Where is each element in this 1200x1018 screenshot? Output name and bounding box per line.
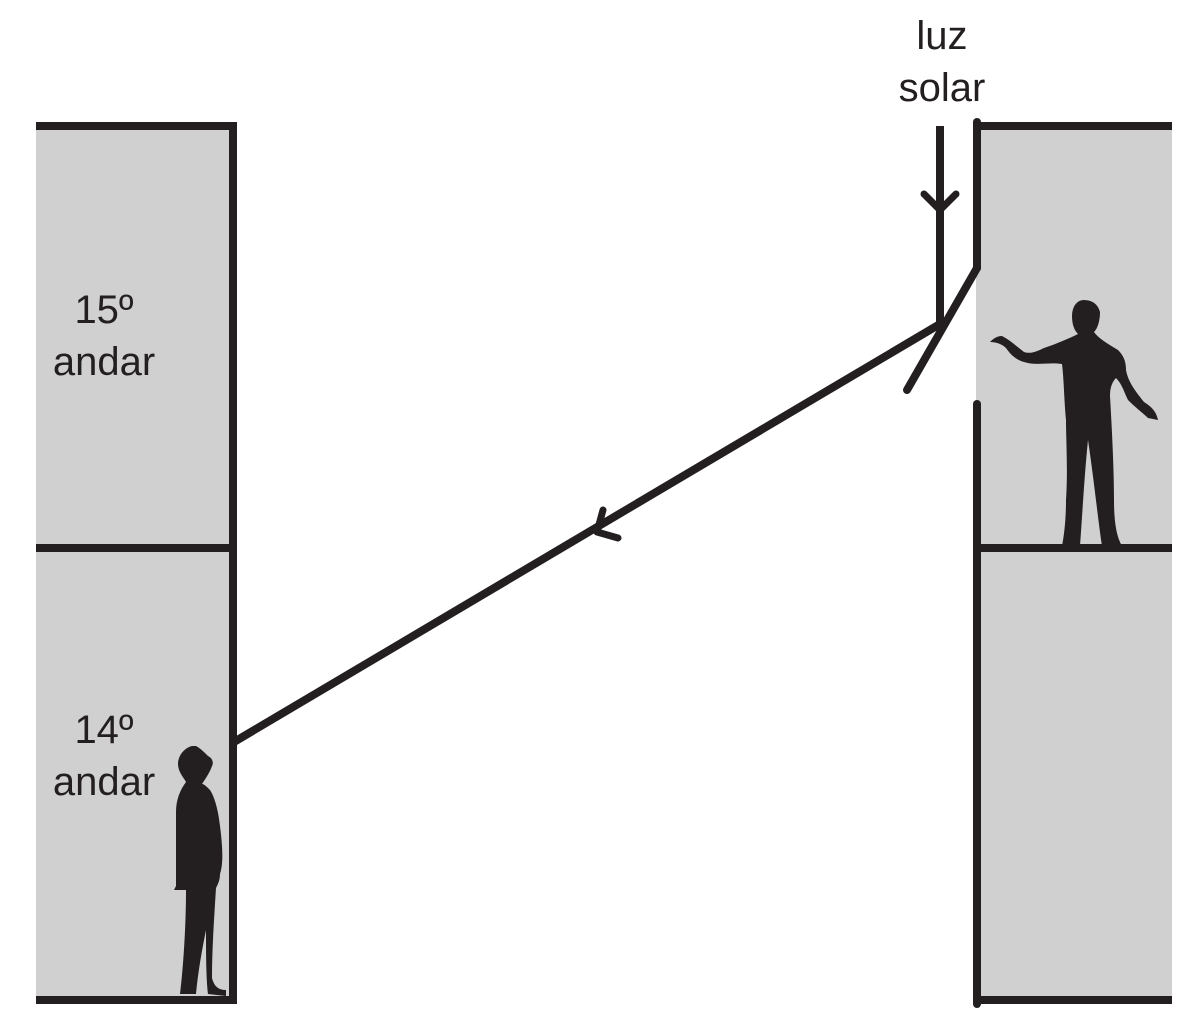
incident-sunlight-ray xyxy=(920,126,960,324)
reflected-ray-line xyxy=(231,320,943,746)
floor-14-label-line-1: 14º xyxy=(74,708,134,752)
floor-15-label-line-1: 15º xyxy=(74,288,134,332)
sunlight-label-line-2: solar xyxy=(898,66,986,110)
sunlight-label: luz solar xyxy=(880,10,1004,114)
person-looking-up-icon xyxy=(174,746,226,996)
mirror xyxy=(903,264,981,394)
floor-14-label-line-2: andar xyxy=(52,760,156,804)
sunlight-label-line-1: luz xyxy=(916,14,968,58)
person-holding-mirror-icon xyxy=(990,300,1158,546)
reflected-ray-arrowhead xyxy=(593,506,622,542)
floor-15-label-line-2: andar xyxy=(52,340,156,384)
right-building xyxy=(973,118,1172,1008)
reflected-ray xyxy=(231,320,943,746)
left-building-floor-15 xyxy=(36,126,234,548)
floor-15-label: 15º andar xyxy=(40,284,168,388)
floor-14-label: 14º andar xyxy=(40,704,168,808)
right-building-floor-14 xyxy=(976,548,1172,1000)
incident-ray-arrowhead xyxy=(920,190,960,214)
